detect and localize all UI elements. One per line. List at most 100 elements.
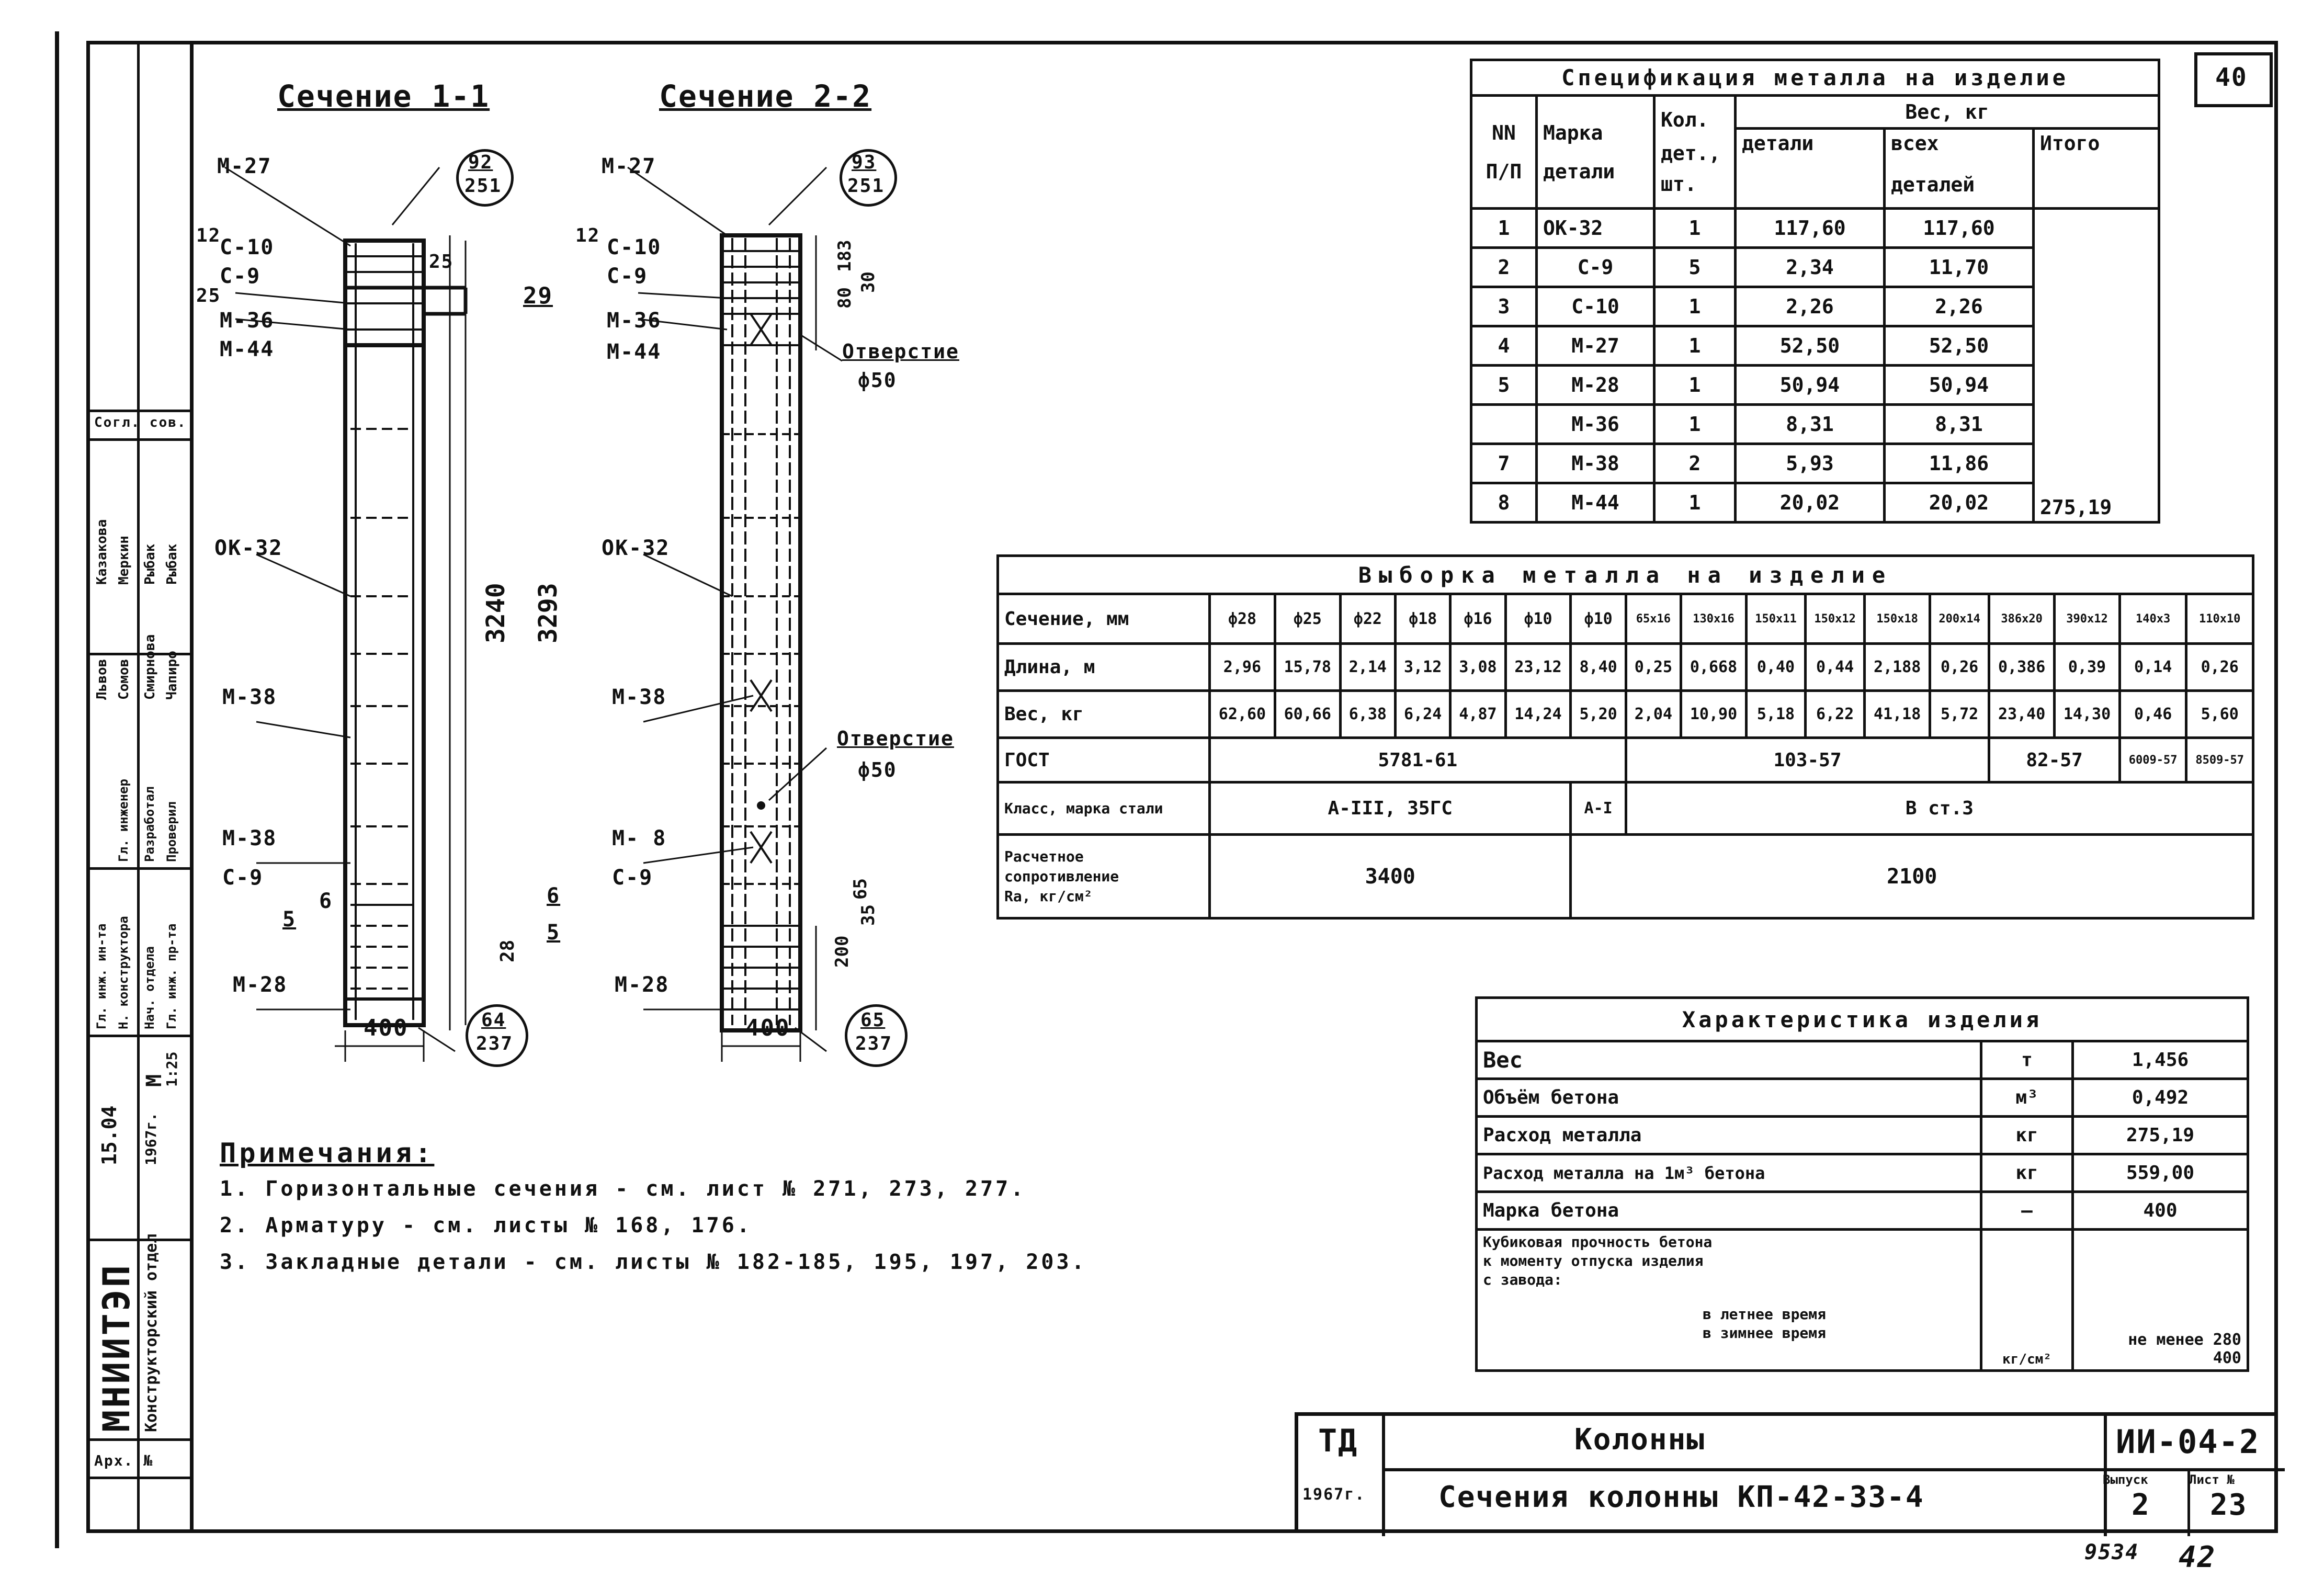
sel-row-weight: Вес, кг — [996, 689, 1211, 739]
sel-len-15: 0,14 — [2118, 642, 2188, 692]
sel-len-1: 15,78 — [1273, 642, 1342, 692]
char-r1-unit: м³ — [1980, 1077, 2074, 1118]
sel-len-9: 0,40 — [1744, 642, 1807, 692]
frame-top — [86, 41, 2278, 44]
sel-len-8: 0,668 — [1680, 642, 1748, 692]
sel-w-6: 5,20 — [1569, 689, 1627, 739]
spec-r1-mark: С-9 — [1535, 246, 1656, 288]
stamp-name-6: Казакова — [94, 519, 110, 585]
s1-dim-5a: 5 — [282, 907, 297, 932]
spec-r3-qty: 1 — [1653, 325, 1737, 367]
sel-sec-10: 150х12 — [1804, 593, 1866, 645]
sel-row-length: Длина, м — [996, 642, 1211, 692]
s2-hole-mid-size: ф50 — [858, 758, 897, 781]
s1-dim-6a: 6 — [319, 889, 333, 913]
spec-r1-n: 2 — [1470, 246, 1538, 288]
section-2-title: Сечение 2-2 — [659, 78, 872, 114]
frame-bottom — [86, 1529, 2278, 1533]
stamp-role-7: Проверил — [164, 801, 179, 862]
s2-dim-35: 35 — [858, 904, 879, 926]
stamp-role-5: Гл. инженер — [116, 779, 131, 862]
s2-label-ok32: ОК-32 — [602, 536, 670, 560]
spec-r3-all: 52,50 — [1883, 325, 2035, 367]
s2-callout-top-b: 251 — [847, 175, 885, 197]
s2-hole-top-size: ф50 — [858, 369, 897, 392]
s1-dim-3293: 3293 — [534, 583, 563, 643]
stamp-role-0: Гл. инж. ин-та — [94, 923, 109, 1029]
stamp-scale: 1:25 — [163, 1051, 180, 1087]
sel-w-2: 6,38 — [1339, 689, 1397, 739]
sel-sec-5: ф10 — [1504, 593, 1572, 645]
char-r1-val: 0,492 — [2071, 1077, 2249, 1118]
spec-r5-all: 8,31 — [1883, 403, 2035, 445]
s1-label-c9: С-9 — [220, 264, 261, 288]
sel-w-0: 62,60 — [1208, 689, 1276, 739]
char-r0-unit: т — [1980, 1040, 2074, 1080]
spec-r1-all: 11,70 — [1883, 246, 2035, 288]
sel-sec-4: ф16 — [1449, 593, 1507, 645]
char-r4-val: 400 — [2071, 1190, 2249, 1231]
sel-sec-13: 386х20 — [1988, 593, 2056, 645]
stamp-dept: Конструкторский отдел — [142, 1233, 161, 1432]
s1-callout-bottom-a: 64 — [481, 1009, 506, 1031]
notes-item-1: 2. Арматуру - см. листы № 168, 176. — [220, 1213, 752, 1238]
section-1-title: Сечение 1-1 — [277, 78, 490, 114]
selection-table: Выборка металла на изделие Сечение, мм ф… — [996, 554, 2255, 920]
sel-gost-2: 82-57 — [1988, 736, 2121, 784]
sel-gost-3: 6009-57 — [2118, 736, 2188, 784]
spec-h-qty3: шт. — [1661, 173, 1697, 196]
spec-h-qty: Кол. — [1661, 108, 1709, 131]
sel-len-16: 0,26 — [2185, 642, 2254, 692]
s1-label-m38a: М-38 — [222, 685, 277, 709]
s1-dim-28: 28 — [497, 939, 518, 962]
spec-r6-all: 11,86 — [1883, 442, 2035, 484]
sel-resist-0: 3400 — [1208, 833, 1572, 920]
spec-r2-all: 2,26 — [1883, 286, 2035, 327]
sel-gost-1: 103-57 — [1624, 736, 1991, 784]
s1-dim-25b: 25 — [429, 251, 454, 273]
s2-label-c9: С-9 — [607, 264, 648, 288]
spec-r0-n: 1 — [1470, 207, 1538, 249]
tb-stamp1: 9534 — [2084, 1540, 2139, 1564]
sel-w-13: 23,40 — [1988, 689, 2056, 739]
spec-h-mark: Марка — [1543, 121, 1603, 144]
tb-issue: 2 — [2132, 1488, 2150, 1522]
sel-class-0: А-III, 35ГС — [1208, 781, 1572, 836]
spec-h-qty2: дет., — [1661, 142, 1721, 165]
spec-r7-n: 8 — [1470, 482, 1538, 524]
char-strength-3: в летнее время — [1703, 1306, 1827, 1323]
char-r0-name: Вес — [1475, 1040, 1982, 1080]
sel-row-resist-1: Расчетное — [1004, 847, 1084, 865]
sheet-number-box — [2194, 52, 2273, 107]
sel-w-12: 5,72 — [1929, 689, 1991, 739]
spec-r4-n: 5 — [1470, 364, 1538, 406]
stamp-year: 1967г. — [142, 1112, 160, 1165]
sel-class-1: А-I — [1569, 781, 1627, 836]
sel-len-7: 0,25 — [1624, 642, 1683, 692]
s2-dim-400: 400 — [745, 1015, 790, 1041]
spec-r2-mark: С-10 — [1535, 286, 1656, 327]
s2-callout-bottom-b: 237 — [855, 1033, 893, 1054]
sel-w-7: 2,04 — [1624, 689, 1683, 739]
spec-r7-all: 20,02 — [1883, 482, 2035, 524]
s1-label-m27: М-27 — [217, 154, 272, 178]
spec-r6-one: 5,93 — [1734, 442, 1886, 484]
char-strength-winter: 400 — [2213, 1349, 2241, 1367]
spec-r2-one: 2,26 — [1734, 286, 1886, 327]
sel-sec-0: ф28 — [1208, 593, 1276, 645]
stamp-role-3: Гл. инж. пр-та — [164, 923, 179, 1029]
title-block — [1295, 1412, 2285, 1536]
spec-r4-one: 50,94 — [1734, 364, 1886, 406]
characteristics-table: Характеристика изделия Вес т 1,456 Объём… — [1475, 996, 2249, 1372]
sel-w-14: 14,30 — [2053, 689, 2121, 739]
sel-sec-16: 110х10 — [2185, 593, 2254, 645]
sel-sec-14: 390х12 — [2053, 593, 2121, 645]
s1-dim-25: 25 — [196, 285, 221, 307]
s1-dim-400: 400 — [364, 1015, 409, 1041]
s2-callout-bottom-a: 65 — [860, 1009, 886, 1031]
s1-callout-top-b: 251 — [464, 175, 502, 197]
s1-dim-29: 29 — [523, 282, 553, 309]
sel-sec-9: 150х11 — [1744, 593, 1807, 645]
sel-len-10: 0,44 — [1804, 642, 1866, 692]
